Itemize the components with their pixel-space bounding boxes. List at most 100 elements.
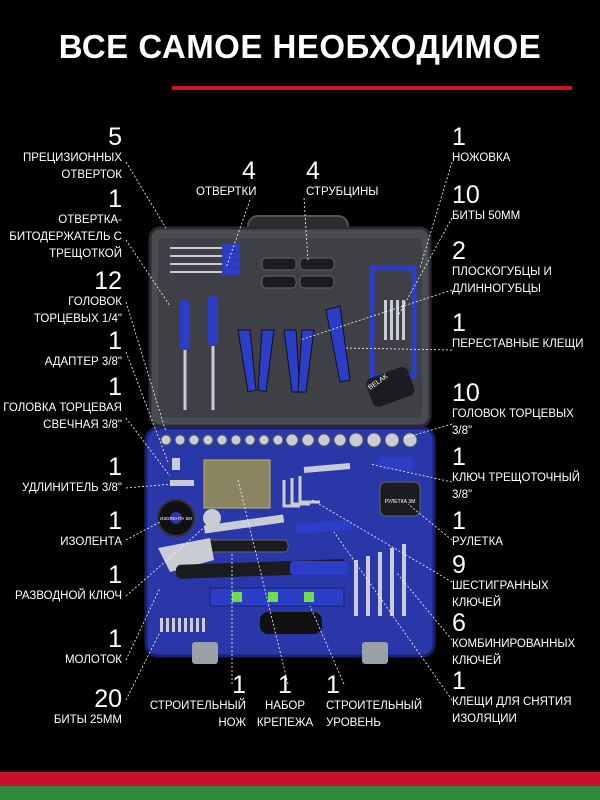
callout-num: 1 [108, 327, 122, 355]
insulating-tape-text: ИЗОЛЕНТА 5М [160, 516, 192, 521]
callout-label: БИТЫ 25ММ [53, 714, 122, 726]
callout-bits-25: 20 БИТЫ 25ММ [2, 686, 122, 729]
callout-label: ПЕРЕСТАВНЫЕ КЛЕЩИ [452, 338, 584, 350]
callout-fastener-set: 1 НАБОР КРЕПЕЖА [252, 672, 318, 732]
combination-wrenches-art [354, 544, 406, 616]
callout-label: ГОЛОВОК ТОРЦЕВЫХ 1/4" [33, 296, 122, 325]
pliers-art [237, 305, 351, 393]
tape-measure-art: РУЛЕТКА 3М [379, 481, 421, 517]
callout-num: 1 [278, 671, 292, 699]
callout-label: ГОЛОВОК ТОРЦЕВЫХ 3/8" [452, 408, 574, 437]
callout-label: ОТВЕРТКИ [196, 186, 257, 198]
callout-precision-screwdrivers: 5 ПРЕЦИЗИОННЫХ ОТВЕРТОК [2, 124, 122, 184]
callout-label: РУЛЕТКА [452, 536, 503, 548]
callout-num: 1 [108, 453, 122, 481]
callout-pliers: 2 ПЛОСКОГУБЦЫ И ДЛИННОГУБЦЫ [452, 238, 592, 298]
callout-label: УДЛИНИТЕЛЬ 3/8" [21, 482, 122, 494]
bits-25-art [160, 618, 205, 632]
callout-num: 1 [108, 625, 122, 653]
callout-num: 1 [452, 667, 466, 695]
callout-num: 20 [94, 685, 122, 713]
callout-label: ГОЛОВКА ТОРЦЕВАЯ СВЕЧНАЯ 3/8" [3, 402, 122, 431]
callout-extension: 1 УДЛИНИТЕЛЬ 3/8" [2, 454, 122, 497]
callout-label: МОЛОТОК [64, 654, 122, 666]
callout-label: КЛЕЩИ ДЛЯ СНЯТИЯ ИЗОЛЯЦИИ [452, 696, 572, 725]
adjustable-wrench-art [203, 509, 285, 534]
callout-num: 1 [452, 443, 466, 471]
callout-clamps: 4 СТРУБЦИНЫ [306, 158, 396, 201]
callout-insulating-tape: 1 ИЗОЛЕНТА [2, 508, 122, 551]
callout-label: НОЖОВКА [452, 152, 511, 164]
callout-label: АДАПТЕР 3/8" [44, 356, 122, 368]
bits-50-art [384, 300, 405, 340]
callout-sockets-1-4: 12 ГОЛОВОК ТОРЦЕВЫХ 1/4" [2, 268, 122, 328]
callout-adapter: 1 АДАПТЕР 3/8" [2, 328, 122, 371]
extension-art [170, 458, 194, 486]
callout-adjustable-wrench: 1 РАЗВОДНОЙ КЛЮЧ [2, 562, 122, 605]
callout-num: 4 [306, 157, 320, 185]
callout-num: 1 [108, 185, 122, 213]
callout-label: РАЗВОДНОЙ КЛЮЧ [14, 590, 122, 602]
callout-hammer: 1 МОЛОТОК [2, 626, 122, 669]
callout-label: КОМБИНИРОВАННЫХ КЛЮЧЕЙ [452, 638, 576, 667]
title-underline [172, 86, 572, 90]
callout-adjustable-pliers: 1 ПЕРЕСТАВНЫЕ КЛЕЩИ [452, 310, 592, 353]
latch-right [362, 642, 388, 664]
hammer-art [158, 538, 348, 579]
callout-ratchet-bit-holder: 1 ОТВЕРТКА-БИТОДЕРЖАТЕЛЬ С ТРЕЩОТКОЙ [2, 186, 122, 263]
leader-lines [125, 161, 453, 701]
sockets-row-art [160, 432, 418, 448]
clamps-art [261, 257, 335, 289]
callout-num: 1 [108, 507, 122, 535]
callout-label: НАБОР КРЕПЕЖА [256, 700, 314, 729]
callout-label: ИЗОЛЕНТА [60, 536, 122, 548]
flag-stripe-red [0, 772, 600, 786]
callout-utility-knife: 1 СТРОИТЕЛЬНЫЙ НОЖ [134, 672, 246, 732]
callout-label: ОТВЕРТКА-БИТОДЕРЖАТЕЛЬ С ТРЕЩОТКОЙ [9, 214, 122, 260]
callout-spark-plug-socket: 1 ГОЛОВКА ТОРЦЕВАЯ СВЕЧНАЯ 3/8" [2, 374, 122, 434]
latch-left [192, 642, 218, 664]
callout-num: 1 [232, 671, 246, 699]
callout-num: 2 [452, 237, 466, 265]
callout-bits-50: 10 БИТЫ 50ММ [452, 182, 592, 225]
callout-num: 9 [452, 551, 466, 579]
fastener-box-art [203, 459, 271, 509]
callout-label: КЛЮЧ ТРЕЩОТОЧНЫЙ 3/8" [452, 472, 581, 501]
screwdrivers-art [180, 296, 218, 410]
level-art [209, 587, 345, 607]
callout-num: 12 [94, 267, 122, 295]
callout-num: 5 [108, 123, 122, 151]
tape-measure-text: РУЛЕТКА 3М [385, 499, 416, 505]
ratchet-art [303, 458, 414, 473]
callout-label: ПРЕЦИЗИОННЫХ ОТВЕРТОК [23, 152, 122, 181]
utility-knife-art [199, 539, 289, 553]
callout-num: 1 [452, 507, 466, 535]
callout-num: 10 [452, 379, 480, 407]
callout-sockets-3-8: 10 ГОЛОВОК ТОРЦЕВЫХ 3/8" [452, 380, 592, 440]
callout-label: СТРУБЦИНЫ [306, 186, 379, 198]
callout-num: 1 [452, 123, 466, 151]
callout-hacksaw: 1 НОЖОВКА [452, 124, 592, 167]
callout-tape-measure: 1 РУЛЕТКА [452, 508, 592, 551]
callout-num: 1 [108, 373, 122, 401]
hacksaw-art [366, 265, 417, 407]
flag-stripe-green [0, 786, 600, 800]
callout-level: 1 СТРОИТЕЛЬНЫЙ УРОВЕНЬ [326, 672, 436, 732]
callout-hex-keys: 9 ШЕСТИГРАННЫХ КЛЮЧЕЙ [452, 552, 592, 612]
insulating-tape-art: ИЗОЛЕНТА 5М [157, 499, 195, 537]
callout-num: 10 [452, 181, 480, 209]
callout-num: 1 [326, 671, 340, 699]
callout-label: БИТЫ 50ММ [452, 210, 521, 222]
callout-label: ПЛОСКОГУБЦЫ И ДЛИННОГУБЦЫ [452, 266, 552, 295]
callout-num: 1 [452, 309, 466, 337]
wire-strippers-art [296, 520, 352, 534]
hex-keys-art [282, 476, 320, 508]
callout-num: 6 [452, 609, 466, 637]
callout-label: ШЕСТИГРАННЫХ КЛЮЧЕЙ [452, 580, 549, 609]
callout-ratchet: 1 КЛЮЧ ТРЕЩОТОЧНЫЙ 3/8" [452, 444, 592, 504]
callout-screwdrivers: 4 ОТВЕРТКИ [196, 158, 276, 201]
callout-label: СТРОИТЕЛЬНЫЙ УРОВЕНЬ [326, 700, 423, 729]
page-title: ВСЕ САМОЕ НЕОБХОДИМОЕ [58, 28, 542, 65]
callout-combination-wrenches: 6 КОМБИНИРОВАННЫХ КЛЮЧЕЙ [452, 610, 592, 670]
